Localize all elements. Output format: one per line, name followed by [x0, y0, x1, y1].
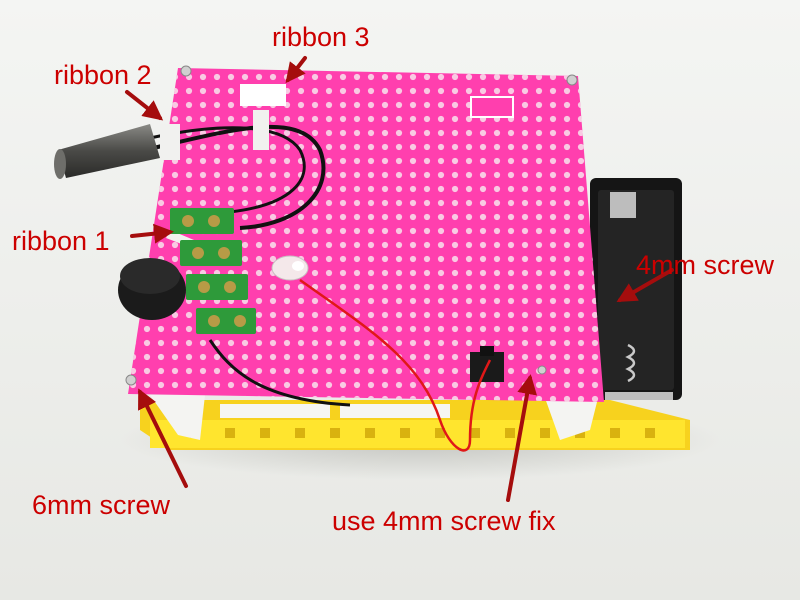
screw-4mm-label: 4mm screw — [636, 250, 775, 280]
ribbon-2-label: ribbon 2 — [54, 60, 152, 90]
screw-fix-label: use 4mm screw fix — [332, 506, 556, 536]
ribbon-1-label: ribbon 1 — [12, 226, 110, 256]
buzzer — [118, 258, 186, 320]
ribbon-3-label: ribbon 3 — [272, 22, 370, 52]
temperature-probe — [54, 124, 160, 179]
wires — [144, 124, 492, 452]
annotation-arrows — [125, 56, 674, 502]
led — [271, 255, 309, 281]
terminal-blocks — [170, 208, 256, 334]
screw-6mm-label: 6mm screw — [32, 490, 171, 520]
standoffs — [150, 395, 598, 440]
